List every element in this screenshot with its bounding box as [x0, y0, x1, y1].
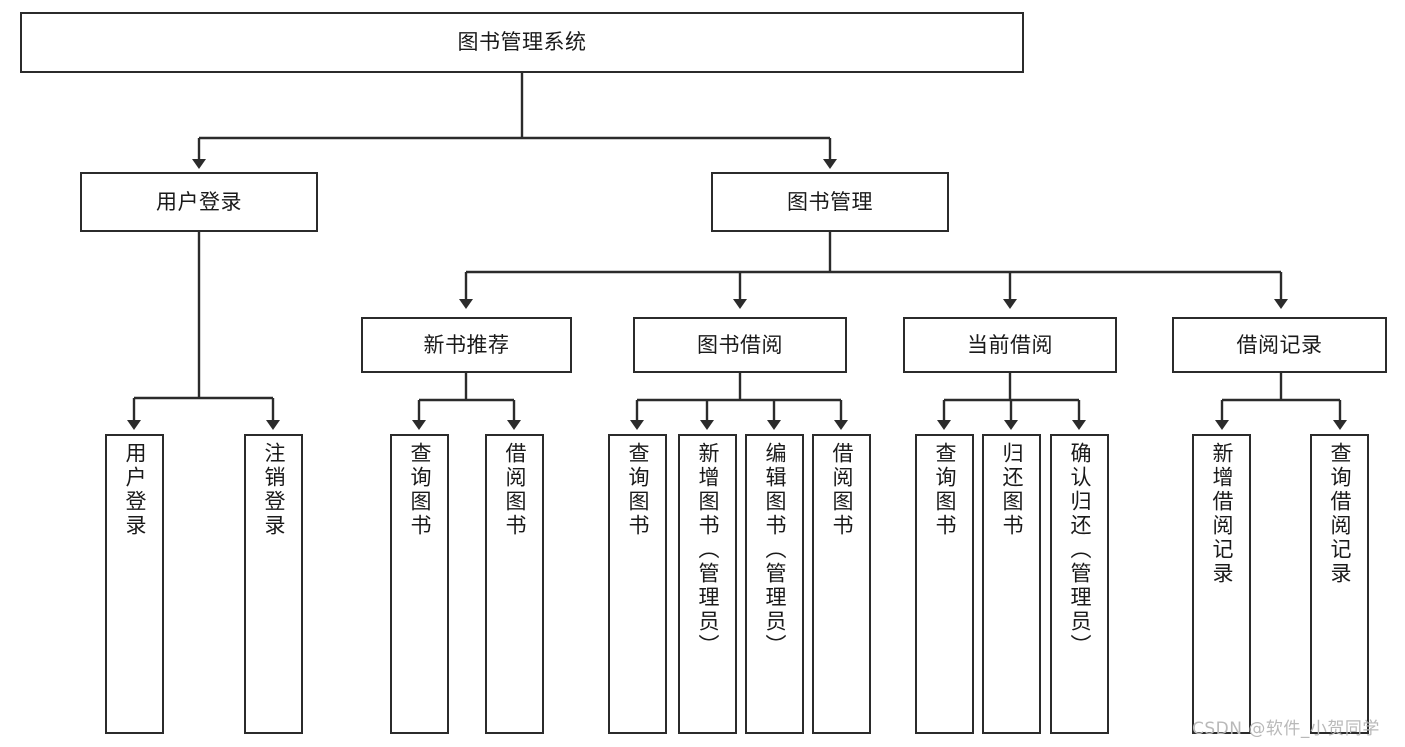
leaf-edit-book-label: 编辑图书（管理员）: [763, 442, 787, 658]
leaf-confirm-return-label: 确认归还（管理员）: [1068, 442, 1092, 658]
leaf-borrow-book-1[interactable]: 借阅图书: [485, 434, 544, 734]
leaf-logout[interactable]: 注销登录: [244, 434, 303, 734]
leaf-logout-label: 注销登录: [262, 442, 286, 538]
node-book-management[interactable]: 图书管理: [711, 172, 949, 232]
leaf-query-book-1[interactable]: 查询图书: [390, 434, 449, 734]
leaf-borrow-book-1-label: 借阅图书: [503, 442, 527, 538]
leaf-edit-book[interactable]: 编辑图书（管理员）: [745, 434, 804, 734]
node-borrow-record-label: 借阅记录: [1236, 332, 1323, 357]
node-current-borrow[interactable]: 当前借阅: [903, 317, 1117, 373]
node-current-borrow-label: 当前借阅: [967, 332, 1053, 357]
leaf-add-record-label: 新增借阅记录: [1210, 442, 1234, 586]
node-book-management-label: 图书管理: [787, 189, 873, 214]
node-borrow-record[interactable]: 借阅记录: [1172, 317, 1387, 373]
leaf-query-book-2[interactable]: 查询图书: [608, 434, 667, 734]
leaf-return-book-label: 归还图书: [1000, 442, 1024, 538]
leaf-query-record[interactable]: 查询借阅记录: [1310, 434, 1369, 734]
leaf-borrow-book-2-label: 借阅图书: [830, 442, 854, 538]
leaf-user-login-label: 用户登录: [123, 442, 147, 538]
node-user-login-label: 用户登录: [156, 189, 242, 214]
leaf-add-book[interactable]: 新增图书（管理员）: [678, 434, 737, 734]
leaf-user-login[interactable]: 用户登录: [105, 434, 164, 734]
leaf-borrow-book-2[interactable]: 借阅图书: [812, 434, 871, 734]
leaf-query-book-3-label: 查询图书: [933, 442, 957, 538]
leaf-query-book-1-label: 查询图书: [408, 442, 432, 538]
node-root[interactable]: 图书管理系统: [20, 12, 1024, 73]
node-new-book-recommend[interactable]: 新书推荐: [361, 317, 572, 373]
leaf-return-book[interactable]: 归还图书: [982, 434, 1041, 734]
leaf-add-record[interactable]: 新增借阅记录: [1192, 434, 1251, 734]
node-user-login[interactable]: 用户登录: [80, 172, 318, 232]
leaf-query-book-2-label: 查询图书: [626, 442, 650, 538]
node-book-borrow-label: 图书借阅: [697, 332, 783, 357]
node-book-borrow[interactable]: 图书借阅: [633, 317, 847, 373]
leaf-query-record-label: 查询借阅记录: [1328, 442, 1352, 586]
leaf-add-book-label: 新增图书（管理员）: [696, 442, 720, 658]
leaf-query-book-3[interactable]: 查询图书: [915, 434, 974, 734]
csdn-watermark: CSDN @软件_小贺同学: [1192, 719, 1380, 739]
node-new-book-recommend-label: 新书推荐: [423, 332, 510, 357]
node-root-label: 图书管理系统: [457, 30, 587, 55]
leaf-confirm-return[interactable]: 确认归还（管理员）: [1050, 434, 1109, 734]
